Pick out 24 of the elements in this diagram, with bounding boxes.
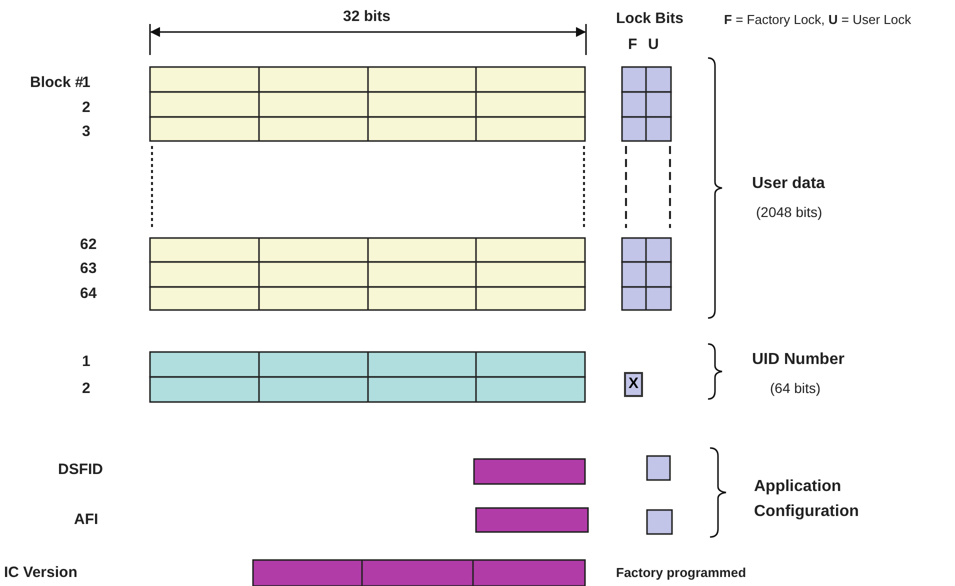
note: Factory programmed bbox=[616, 564, 746, 582]
legend-note: F = Factory Lock, U = User Lock bbox=[724, 11, 912, 29]
bit-heading: U bbox=[648, 36, 659, 54]
lock-bit-box: X bbox=[624, 372, 643, 397]
block-number: 2 bbox=[82, 99, 90, 117]
block-number: 62 bbox=[80, 236, 97, 254]
column-heading: Lock Bits bbox=[616, 10, 684, 28]
section-note: (64 bits) bbox=[770, 379, 821, 397]
field-label: DSFID bbox=[58, 461, 103, 479]
section-title: UID Number bbox=[752, 351, 844, 369]
bit-heading: F bbox=[628, 36, 638, 54]
field-label: AFI bbox=[74, 511, 98, 529]
section-title: User data bbox=[752, 175, 825, 193]
block-number: 2 bbox=[82, 380, 90, 398]
row-label: Block # bbox=[30, 74, 84, 92]
section-note: (2048 bits) bbox=[756, 203, 822, 221]
block-number: 1 bbox=[82, 74, 90, 92]
section-title: Application Configuration bbox=[754, 477, 860, 522]
block-number: 1 bbox=[82, 353, 90, 371]
dimension-label: 32 bits bbox=[343, 8, 391, 26]
block-number: 64 bbox=[80, 285, 97, 303]
field-label: IC Version bbox=[4, 564, 78, 582]
block-number: 3 bbox=[82, 123, 90, 141]
block-number: 63 bbox=[80, 260, 97, 278]
